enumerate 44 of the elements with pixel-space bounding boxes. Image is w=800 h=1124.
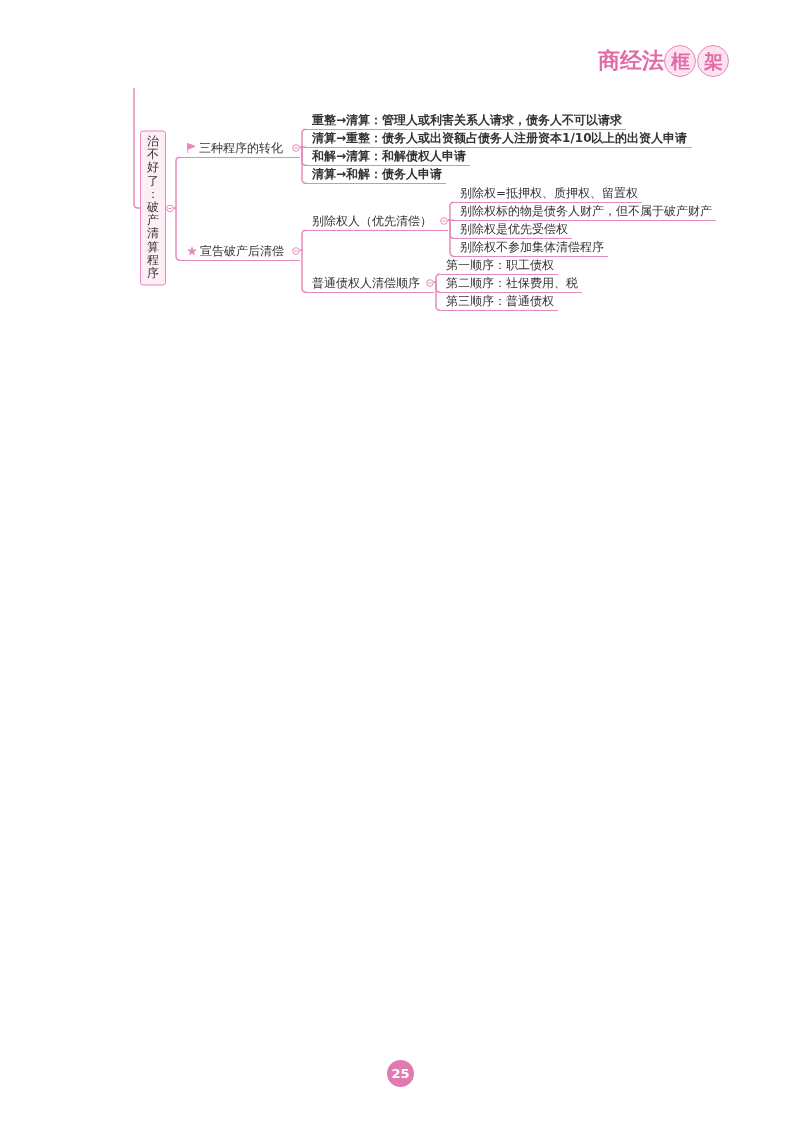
topic-text: 清算→重整：债务人或出资额占债务人注册资本1/10以上的出资人申请 <box>312 130 688 146</box>
topic-text: 重整→清算：管理人或利害关系人请求，债务人不可以请求 <box>312 112 623 128</box>
header-title: 商经法 <box>598 47 664 75</box>
topic-text: 第二顺序：社保费用、税 <box>446 275 578 291</box>
topic-text: 别除权人（优先清偿） <box>312 213 432 229</box>
connector-line <box>299 249 307 293</box>
topic-text: 清算→和解：债务人申请 <box>312 166 443 182</box>
topic-text: 普通债权人清偿顺序 <box>312 275 420 291</box>
branch-topic <box>306 147 471 166</box>
connector-line <box>173 156 181 209</box>
topic-text: 三种程序的转化 <box>199 140 283 156</box>
title-char-badge: 架 <box>697 45 729 77</box>
branch-topic <box>454 238 608 257</box>
branch-topic <box>454 220 572 239</box>
connector-line <box>299 229 307 251</box>
vertical-title: 治不好了：破产清算程序 <box>147 135 159 281</box>
topic-text: 别除权不参加集体清偿程序 <box>460 239 604 255</box>
branch-topic <box>306 129 692 148</box>
branch-topic <box>180 242 300 261</box>
connector-line <box>299 146 307 184</box>
topic-text: 别除权是优先受偿权 <box>460 221 568 237</box>
branch-topic <box>306 111 627 130</box>
branch-topic <box>306 165 447 184</box>
topic-text: 别除权=抵押权、质押权、留置权 <box>460 185 639 201</box>
connector-line <box>433 281 441 311</box>
branch-topic <box>306 274 434 293</box>
branch-topic <box>440 256 558 275</box>
branch-topic <box>306 212 448 231</box>
branch-topic <box>440 292 558 311</box>
topic-text: 宣告破产后清偿 <box>200 243 284 259</box>
connector-line <box>299 128 307 148</box>
topic-text: 和解→清算：和解债权人申请 <box>312 148 467 164</box>
topic-text: 别除权标的物是债务人财产，但不属于破产财产 <box>460 203 712 219</box>
title-char-badge: 框 <box>664 45 696 77</box>
branch-topic <box>440 274 582 293</box>
page-number-badge: 25 <box>387 1060 414 1087</box>
connector-line <box>173 207 181 261</box>
branch-topic <box>180 139 300 158</box>
branch-topic <box>454 184 643 203</box>
connector-line <box>447 201 455 221</box>
topic-text: 第一顺序：职工债权 <box>446 257 554 273</box>
branch-topic <box>454 202 716 221</box>
connector-line <box>447 219 455 257</box>
topic-text: 第三顺序：普通债权 <box>446 293 554 309</box>
